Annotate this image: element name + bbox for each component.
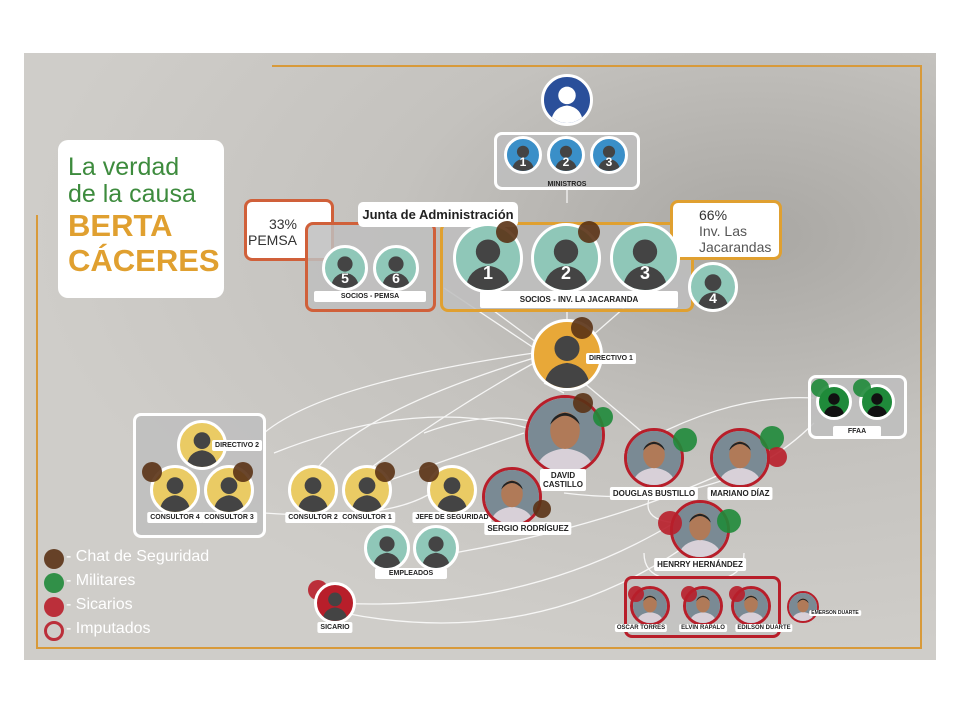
top-avatar	[541, 74, 593, 126]
david-castillo-photo	[525, 395, 605, 475]
socios-pemsa-label: SOCIOS - PEMSA	[314, 291, 426, 302]
militar-marker	[760, 426, 784, 450]
jacaranda-name: Jacarandas	[699, 239, 772, 255]
legend-item-militares: - Militares	[44, 572, 135, 593]
legend-item-chat: - Chat de Seguridad	[44, 548, 209, 569]
empleados-label: EMPLEADOS	[375, 568, 447, 579]
oscar-torres-label: OSCAR TORRES	[614, 624, 668, 632]
chat-seguridad-marker	[496, 221, 518, 243]
legend-marker	[44, 597, 64, 617]
frame-line-top	[272, 65, 922, 67]
chat-seguridad-marker	[533, 500, 551, 518]
douglas-bustillo-photo	[624, 428, 684, 488]
person-photo	[673, 503, 727, 557]
legend-marker	[44, 573, 64, 593]
ministro-avatar: 1	[504, 136, 542, 174]
militar-marker	[673, 428, 697, 452]
ministro-avatar: 2	[547, 136, 585, 174]
legend-item-sicarios: - Sicarios	[44, 596, 133, 617]
legend-marker	[44, 621, 64, 641]
junta-label: Junta de Administración	[358, 202, 518, 227]
sicario-label: SICARIO	[317, 622, 353, 633]
socio-avatar: 3	[610, 223, 680, 293]
militar-marker	[853, 379, 871, 397]
directivo-2-label: DIRECTIVO 2	[212, 440, 262, 451]
chat-seguridad-marker	[571, 317, 593, 339]
jacaranda-name: Inv. Las	[699, 223, 747, 239]
title-name: CÁCERES	[68, 243, 220, 278]
sergio-rodriguez-label: SERGIO RODRÍGUEZ	[484, 522, 572, 535]
person-icon	[291, 468, 335, 512]
chat-seguridad-marker	[375, 462, 395, 482]
person-photo	[485, 470, 539, 524]
chat-seguridad-marker	[419, 462, 439, 482]
jacaranda-percent: 66%	[699, 207, 728, 223]
ffaa-label: FFAA	[833, 426, 881, 437]
title-line: La verdad	[68, 153, 180, 181]
militar-marker	[593, 407, 613, 427]
empleado-avatar	[413, 525, 459, 571]
person-icon	[367, 528, 407, 568]
jefe-seguridad-label: JEFE DE SEGURIDAD	[412, 512, 492, 523]
chat-seguridad-marker	[578, 221, 600, 243]
title-name: BERTA	[68, 208, 173, 243]
person-icon	[544, 77, 590, 123]
consultor-2-label: CONSULTOR 2	[285, 512, 341, 523]
consultor-1-label: CONSULTOR 1	[339, 512, 395, 523]
sicario-avatar	[314, 582, 356, 624]
legend-marker	[44, 549, 64, 569]
chat-seguridad-marker	[233, 462, 253, 482]
person-photo	[789, 593, 817, 621]
douglas-bustillo-label: DOUGLAS BUSTILLO	[609, 487, 699, 500]
henrry-hernandez-label: HENRRY HERNÁNDEZ	[654, 558, 746, 571]
sicario-marker	[681, 586, 697, 602]
socio-avatar: 4	[688, 262, 738, 312]
title-card: La verdad de la causa BERTA CÁCERES	[58, 140, 224, 298]
person-icon	[317, 585, 353, 621]
title-line: de la causa	[68, 180, 196, 208]
emerson-duarte-photo	[787, 591, 819, 623]
consultor-2-avatar	[288, 465, 338, 515]
socios-jacaranda-label: SOCIOS - INV. LA JACARANDA	[480, 291, 678, 308]
ministros-label: MINISTROS	[547, 181, 587, 188]
frame-line-right	[920, 65, 922, 648]
person-photo	[713, 431, 767, 485]
frame-line-bottom	[36, 647, 922, 649]
elvin-rapalo-label: ELVIN RAPALO	[679, 624, 727, 632]
sicario-marker	[628, 586, 644, 602]
consultor-3-label: CONSULTOR 3	[201, 512, 257, 523]
edilson-duarte-label: EDILSON DUARTE	[735, 624, 793, 632]
chat-seguridad-marker	[142, 462, 162, 482]
sicario-marker	[767, 447, 787, 467]
socio-avatar: 5	[322, 245, 368, 291]
directivo-1-label: DIRECTIVO 1	[586, 353, 636, 364]
pemsa-percent: 33%	[268, 216, 297, 232]
sicario-marker	[729, 586, 745, 602]
empleado-avatar	[364, 525, 410, 571]
ministro-avatar: 3	[590, 136, 628, 174]
sergio-rodriguez-photo	[482, 467, 542, 527]
sicario-marker	[658, 511, 682, 535]
mariano-diaz-label: MARIANO DÍAZ	[707, 487, 773, 500]
militar-marker	[717, 509, 741, 533]
person-icon	[416, 528, 456, 568]
consultor-4-label: CONSULTOR 4	[147, 512, 203, 523]
jacaranda-share-box: 66% Inv. Las Jacarandas	[670, 200, 782, 260]
legend-item-imputados: - Imputados	[44, 620, 150, 641]
emerson-duarte-label: EMERSON DUARTE	[809, 610, 861, 616]
frame-line-left	[36, 215, 38, 649]
chat-seguridad-marker	[573, 393, 593, 413]
socio-avatar: 6	[373, 245, 419, 291]
pemsa-name: PEMSA	[247, 232, 297, 248]
militar-marker	[811, 379, 829, 397]
